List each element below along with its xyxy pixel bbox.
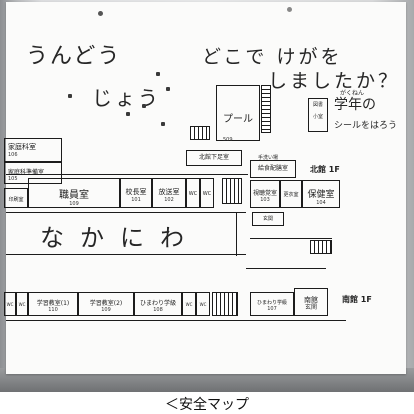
room-number: 104 bbox=[316, 200, 326, 206]
south-room-2: 学習教室(1) 110 bbox=[28, 292, 78, 316]
room-label: WC bbox=[202, 191, 212, 197]
room-label: WC bbox=[199, 302, 207, 307]
room-number: 玄関 bbox=[304, 304, 317, 311]
room-label: WC bbox=[6, 302, 14, 307]
room-label: 視聴覚室 bbox=[252, 190, 277, 197]
room-label: 学習教室(2) bbox=[89, 300, 123, 307]
wall-line bbox=[6, 254, 246, 255]
room-number: 103 bbox=[260, 197, 270, 203]
south-right-1: 南館 玄関 bbox=[294, 288, 328, 316]
room-label: 印刷室 bbox=[8, 197, 24, 203]
room-number: 108 bbox=[153, 307, 163, 313]
stairs bbox=[212, 292, 238, 316]
side-note-ruby: がくねん bbox=[340, 90, 365, 97]
wall-line bbox=[236, 212, 237, 256]
corridor-label: 北館下足室 bbox=[198, 154, 229, 161]
room-label: WC bbox=[185, 302, 193, 307]
sticker-dot bbox=[126, 112, 130, 116]
room-label: 放送室 bbox=[158, 188, 180, 196]
north-room-1: 職員室 109 bbox=[28, 178, 120, 208]
room-number: 102 bbox=[164, 197, 174, 203]
nakaniwa-label: なかにわ bbox=[40, 224, 200, 252]
tiny-room: 図書 小室 bbox=[308, 98, 328, 132]
thumbtack bbox=[287, 7, 292, 12]
room-label: 家庭科準備室 bbox=[8, 169, 45, 176]
room-number: 106 bbox=[8, 152, 18, 158]
room-label: 職員室 bbox=[59, 190, 89, 201]
question-line-2: しましたか？ bbox=[268, 70, 401, 92]
room-label: ひまわり学級 bbox=[256, 300, 287, 306]
handwash-label: 手洗い場 bbox=[258, 155, 279, 161]
photo-caption: ＜安全マップ bbox=[165, 397, 249, 413]
wall-line bbox=[246, 268, 326, 269]
north-room-3: 放送室 102 bbox=[152, 178, 186, 208]
sticker-dot bbox=[142, 104, 146, 108]
room-label: 校長室 bbox=[125, 188, 147, 196]
question-line-1: どこで けがを bbox=[202, 46, 343, 68]
wall-line bbox=[6, 212, 246, 213]
genkan-label: 玄関 bbox=[262, 216, 273, 222]
room-label: ひまわり学級 bbox=[139, 300, 176, 307]
wall-line bbox=[250, 238, 332, 239]
stairs bbox=[190, 126, 210, 140]
kyushoku-label: 給食配膳室 bbox=[257, 165, 288, 172]
title-jou: じょう bbox=[92, 86, 161, 110]
room-number: 110 bbox=[48, 307, 58, 313]
south-wc: WC bbox=[16, 292, 28, 316]
sticker-dot bbox=[161, 122, 165, 126]
room-kateika-junbi: 家庭科準備室 105 bbox=[4, 162, 62, 184]
stairs bbox=[310, 240, 332, 254]
pool-label: プール bbox=[223, 114, 253, 125]
room-label: 更衣室 bbox=[283, 192, 299, 198]
north-room-2: 校長室 101 bbox=[120, 178, 152, 208]
north-room-0: 印刷室 bbox=[4, 188, 28, 208]
wall-line bbox=[182, 174, 248, 175]
pool-number: 509 bbox=[223, 137, 233, 143]
room-number: 109 bbox=[69, 201, 79, 207]
room-number: 101 bbox=[131, 197, 141, 203]
wall-line bbox=[6, 174, 182, 175]
north-wc: WC bbox=[186, 178, 200, 208]
south-floor-label: 南館 1F bbox=[342, 295, 372, 304]
north-entrance: 北館下足室 bbox=[186, 150, 242, 166]
pool-room: プール 509 bbox=[216, 85, 260, 143]
side-note-2: シールをはろう bbox=[334, 121, 398, 131]
pool-stairs bbox=[261, 85, 271, 133]
south-wc: WC bbox=[196, 292, 210, 316]
sticker-dot bbox=[68, 94, 72, 98]
wall-line bbox=[6, 320, 346, 321]
title-undou: うんどう bbox=[26, 44, 122, 69]
room-label: 家庭科室 bbox=[8, 143, 36, 151]
north-right-2: 保健室 104 bbox=[302, 180, 340, 208]
room-number: 107 bbox=[267, 306, 277, 312]
south-wc: WC bbox=[4, 292, 16, 316]
sticker-dot bbox=[156, 72, 160, 76]
photo-background: うんどう じょう どこで けがを しましたか？ がくねん 学年の シールをはろう… bbox=[0, 0, 414, 392]
sticker-dot bbox=[166, 87, 170, 91]
north-wc: WC bbox=[200, 178, 214, 208]
north-floor-label: 北館 1F bbox=[310, 165, 340, 174]
room-number: 109 bbox=[101, 307, 111, 313]
room-label: WC bbox=[18, 302, 26, 307]
side-note-1: 学年の bbox=[334, 97, 376, 113]
stairs bbox=[222, 178, 242, 204]
room-label: 学習教室(1) bbox=[36, 300, 70, 307]
north-right-0: 視聴覚室 103 bbox=[250, 180, 280, 208]
room-label: 保健室 bbox=[307, 190, 335, 200]
north-right-1: 更衣室 bbox=[280, 180, 302, 208]
south-right-0: ひまわり学級 107 bbox=[250, 292, 294, 316]
tiny-room-sub: 小室 bbox=[312, 114, 323, 120]
room-label: 南館 bbox=[304, 296, 318, 304]
room-number: 105 bbox=[8, 176, 18, 182]
kyushoku-room: 給食配膳室 bbox=[250, 160, 296, 178]
genkan-room: 玄関 bbox=[252, 212, 284, 226]
poster-paper: うんどう じょう どこで けがを しましたか？ がくねん 学年の シールをはろう… bbox=[4, 2, 406, 374]
south-room-3: 学習教室(2) 109 bbox=[78, 292, 134, 316]
thumbtack bbox=[98, 11, 103, 16]
room-label: WC bbox=[188, 191, 198, 197]
tiny-room-label: 図書 bbox=[312, 102, 323, 108]
south-room-4: ひまわり学級 108 bbox=[134, 292, 182, 316]
south-wc: WC bbox=[182, 292, 196, 316]
room-kateika: 家庭科室 106 bbox=[4, 138, 62, 162]
